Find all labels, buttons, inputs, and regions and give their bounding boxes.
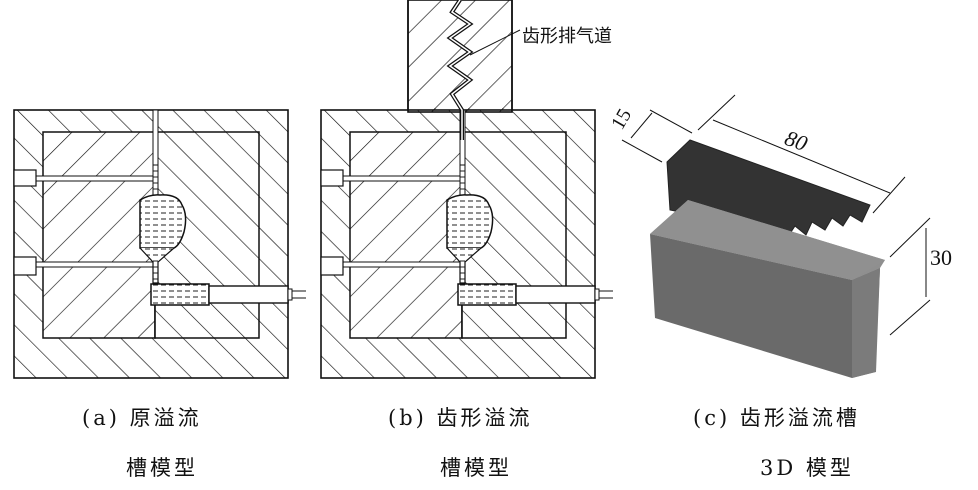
caption-a-line2: 槽模型: [126, 456, 198, 480]
mold-b-toothed-overflow: [320, 0, 614, 379]
caption-a-line1: (a) 原溢流: [82, 406, 202, 430]
caption-b-line1: (b) 齿形溢流: [388, 406, 533, 430]
mold-a-original-overflow: [13, 109, 307, 379]
dim-height-30: 30: [930, 245, 952, 270]
caption-c-line2: 3D 模型: [760, 456, 854, 480]
caption-b-line2: 槽模型: [440, 456, 512, 480]
vent-label: 齿形排气道: [522, 26, 612, 47]
3d-model: [621, 94, 931, 378]
caption-c-line1: (c) 齿形溢流槽: [693, 406, 860, 430]
